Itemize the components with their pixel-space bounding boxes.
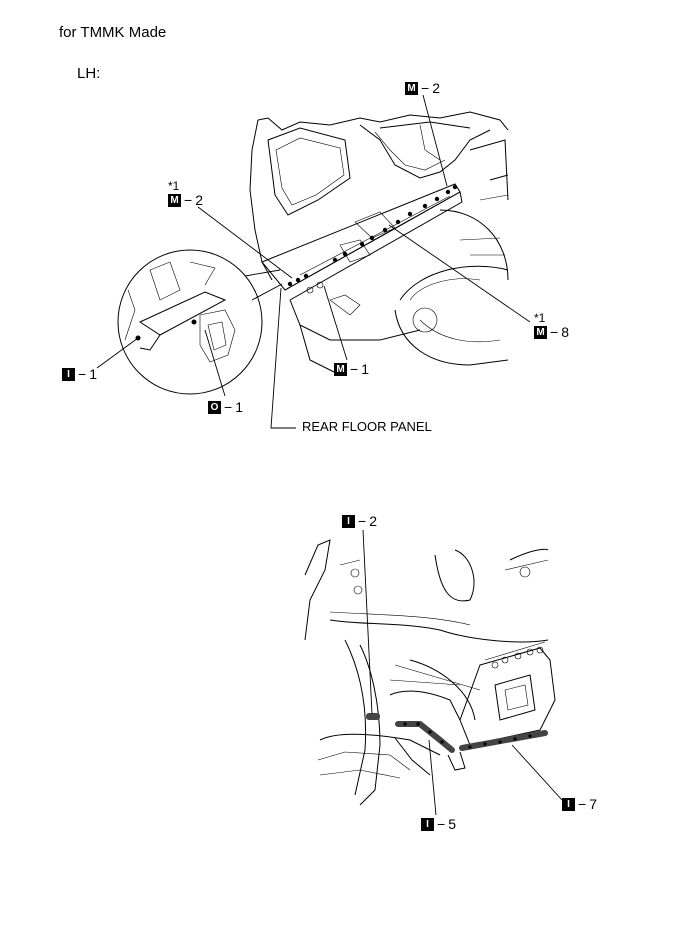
callout-m2-top: M − 2 — [405, 80, 440, 96]
o-code-box: O — [208, 400, 221, 414]
i-code-box: I — [342, 514, 355, 528]
callout-number: 1 — [235, 399, 243, 415]
m-code-box: M — [534, 325, 547, 339]
note-marker: *1 — [534, 311, 546, 325]
sealer-i7 — [459, 730, 548, 751]
i-code-box: I — [421, 817, 434, 831]
m-code-box: M — [334, 362, 347, 376]
m-code-box: M — [405, 81, 418, 95]
note-marker: *1 — [168, 179, 180, 193]
sealer-dots-top — [287, 184, 458, 287]
callout-o1: O − 1 — [208, 399, 243, 415]
callout-number: 2 — [195, 192, 203, 208]
i-code-box: I — [562, 797, 575, 811]
callout-sep: − — [358, 513, 367, 529]
callout-i5: I − 5 — [421, 816, 456, 832]
sealer-i5 — [395, 721, 455, 753]
callout-sep: − — [550, 324, 559, 340]
callout-sep: − — [184, 192, 193, 208]
rear-floor-panel-label: REAR FLOOR PANEL — [302, 419, 432, 434]
callout-sep: − — [78, 366, 87, 382]
callout-number: 2 — [369, 513, 377, 529]
callout-number: 7 — [589, 796, 597, 812]
callout-m8: *1 M − 8 — [534, 311, 569, 340]
side-label: LH: — [77, 65, 101, 82]
callout-sep: − — [437, 816, 446, 832]
callout-i2: I − 2 — [342, 513, 377, 529]
callout-sep: − — [421, 80, 430, 96]
lower-body-illustration — [304, 539, 556, 806]
callout-number: 5 — [448, 816, 456, 832]
callout-i7: I − 7 — [562, 796, 597, 812]
callout-sep: − — [578, 796, 587, 812]
magnifier-detail — [117, 249, 283, 395]
callout-number: 2 — [432, 80, 440, 96]
page-title: for TMMK Made — [59, 24, 167, 41]
callout-number: 1 — [89, 366, 97, 382]
callout-sep: − — [224, 399, 233, 415]
i-code-box: I — [62, 367, 75, 381]
upper-body-illustration — [249, 111, 509, 376]
sealer-i2 — [366, 713, 380, 720]
callout-m2-left: *1 M − 2 — [168, 179, 203, 208]
callout-sep: − — [350, 361, 359, 377]
m-code-box: M — [168, 193, 181, 207]
callout-number: 8 — [561, 324, 569, 340]
callout-m1: M − 1 — [334, 361, 369, 377]
callout-number: 1 — [361, 361, 369, 377]
callout-i1: I − 1 — [62, 366, 97, 382]
